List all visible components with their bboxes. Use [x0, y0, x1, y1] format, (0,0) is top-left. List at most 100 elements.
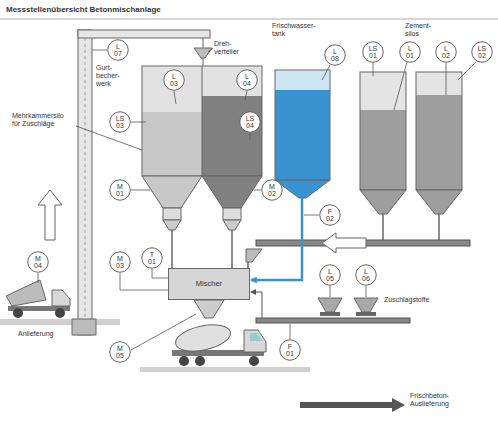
water-pipe [251, 198, 302, 280]
aggregate-silo-part [142, 112, 202, 176]
aggregate-feed-part [318, 298, 342, 312]
measuring-point-circle: LS 03 [109, 111, 131, 133]
measuring-point-circle: F 02 [319, 204, 341, 226]
tag-number: L 05 [326, 268, 334, 282]
title-rule [0, 19, 498, 20]
measuring-point-circle: L 01 [399, 41, 421, 63]
measuring-point-circle: LS 02 [471, 41, 493, 63]
up-arrow [38, 190, 62, 240]
dump-truck [0, 280, 120, 335]
circle-shape [142, 248, 163, 269]
dump-truck-part [6, 280, 46, 306]
water-tank-part [275, 70, 330, 180]
mixer-outlet [194, 300, 224, 318]
circle-shape [325, 45, 346, 66]
leader-lines [38, 48, 476, 350]
mixer-box: Mischer [168, 268, 250, 300]
measuring-point-circle: L 03 [163, 69, 185, 91]
tag-number: M 02 [268, 183, 276, 197]
measuring-point-circle: F 01 [279, 339, 301, 361]
measuring-point-circle: M 05 [109, 341, 131, 363]
dump-truck-part [55, 308, 65, 318]
tag-number: L 07 [114, 43, 122, 57]
bucket-elevator-part [78, 30, 92, 335]
bucket-elevator-part [203, 38, 204, 48]
dump-truck-part [0, 319, 120, 325]
bucket-elevator-part [78, 30, 210, 38]
truck-mixer-part [179, 356, 189, 366]
truck-mixer-part [195, 356, 205, 366]
aggregate-feed-part [256, 318, 410, 323]
measuring-point-circle: L 02 [435, 41, 457, 63]
circle-shape [110, 180, 131, 201]
dump-truck-part [72, 319, 96, 335]
tag-number: M 03 [116, 255, 124, 269]
cement-silos-part [438, 214, 440, 240]
signal-line [152, 269, 168, 278]
rotary-distributor [194, 48, 212, 66]
mixer-outlet-part [194, 300, 224, 318]
measuring-point-circle: L 07 [107, 39, 129, 61]
leader-lines-part [394, 62, 407, 110]
circle-shape [320, 205, 341, 226]
part-label: Gurt- becher- werk [96, 64, 120, 88]
aggregate-silo-part [171, 230, 173, 268]
leader-lines-part [290, 324, 291, 339]
tag-number: M 05 [116, 345, 124, 359]
leader-lines-part [446, 63, 447, 95]
cement-silos-part [360, 190, 406, 214]
bucket-elevator-part [85, 38, 86, 333]
circle-shape [472, 42, 493, 63]
circle-shape [110, 112, 131, 133]
leader-lines-part [131, 314, 196, 350]
part-label: Zuschlagstoffe [384, 296, 429, 304]
cement-silos-part [416, 72, 462, 190]
circle-shape [363, 42, 384, 63]
measuring-point-circle: L 08 [324, 44, 346, 66]
rotary-distributor-part [203, 58, 204, 66]
truck-mixer [140, 320, 310, 372]
measuring-point-circle: M 03 [109, 251, 131, 273]
part-label: Dreh- verteiler [214, 40, 239, 56]
leader-lines-part [92, 50, 107, 51]
cement-silos-part [416, 95, 462, 190]
tag-number: L 04 [243, 73, 251, 87]
aggregate-silo-part [142, 66, 262, 176]
circle-shape [262, 180, 283, 201]
aggregate-feed-part [356, 312, 376, 316]
aggregate-silo [142, 66, 262, 268]
water-tank-part [275, 180, 330, 198]
cement-conveyor [246, 233, 470, 268]
tag-number: T 01 [148, 251, 156, 265]
dump-truck-part [52, 290, 70, 306]
circle-shape [240, 112, 261, 133]
measuring-point-circle: T 01 [141, 247, 163, 269]
rotary-distributor-part [194, 48, 212, 58]
tag-number: LS 03 [116, 115, 125, 129]
measuring-point-circle: L 05 [319, 264, 341, 286]
cement-silos-part [416, 72, 462, 190]
aggregate-feed-part [354, 298, 378, 312]
part-label: Frischbeton- Auslieferung [410, 392, 449, 408]
tag-number: L 01 [406, 45, 414, 59]
measuring-point-circle: M 02 [261, 179, 283, 201]
cement-conveyor-part [246, 249, 262, 262]
circle-shape [320, 265, 341, 286]
leader-lines-part [458, 62, 476, 80]
truck-mixer-part [244, 330, 266, 352]
part-label: Zement- silos [405, 22, 431, 38]
aggregate-silo-part [202, 96, 262, 176]
water-tank-part [275, 90, 330, 180]
circle-shape [164, 70, 185, 91]
truck-mixer-part [250, 333, 262, 341]
leader-lines-part [322, 65, 330, 80]
diagram-title: Messstellenübersicht Betonmischanlage [6, 5, 161, 14]
leader-lines-part [131, 122, 146, 123]
cement-conveyor-part [322, 233, 366, 253]
aggregate-feed-part [251, 292, 262, 318]
truck-mixer-part [173, 320, 233, 355]
aggregate-silo-part [163, 208, 181, 220]
mixer-label: Mischer [196, 280, 222, 288]
